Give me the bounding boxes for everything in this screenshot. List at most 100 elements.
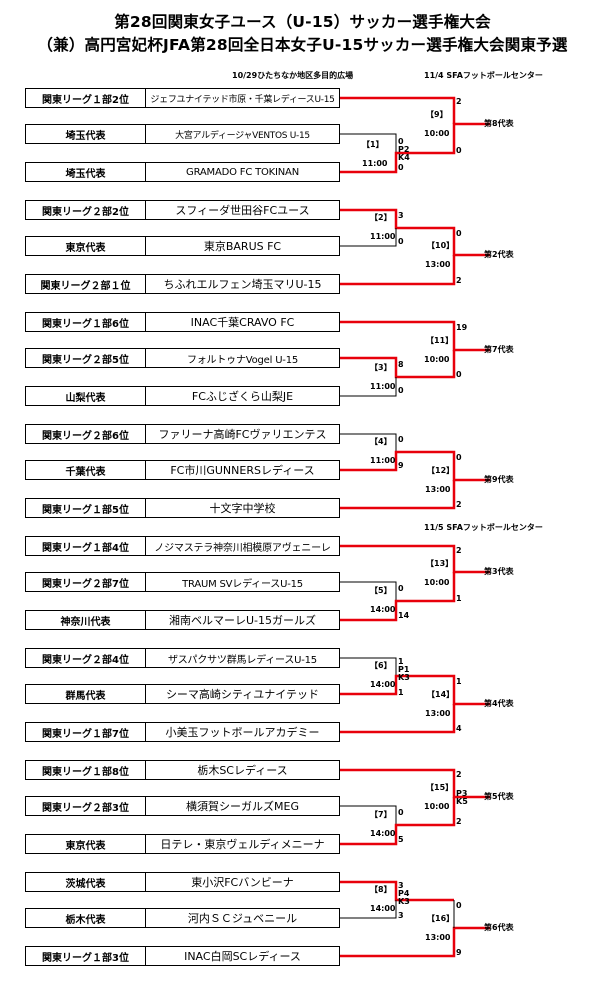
- team-name: ジェフユナイテッド市原・千葉レディースU-15: [146, 88, 340, 108]
- qualification-label: 埼玉代表: [25, 162, 146, 182]
- team-name: スフィーダ世田谷FCユース: [146, 200, 340, 220]
- kickoff-time: 11:00: [370, 232, 396, 241]
- qualification-label: 関東リーグ２部6位: [25, 424, 146, 444]
- score-bottom: 4: [456, 724, 462, 733]
- qualified-slot: 第9代表: [484, 475, 514, 484]
- qualification-label: 関東リーグ１部8位: [25, 760, 146, 780]
- qualification-label: 茨城代表: [25, 872, 146, 892]
- qualified-slot: 第3代表: [484, 567, 514, 576]
- kickoff-time: 14:00: [370, 605, 396, 614]
- qualification-label: 東京代表: [25, 236, 146, 256]
- match-number: 【16】: [427, 914, 455, 923]
- kickoff-time: 13:00: [425, 933, 451, 942]
- kickoff-time: 14:00: [370, 829, 396, 838]
- team-name: FC市川GUNNERSレディース: [146, 460, 340, 480]
- venue-round1: 10/29ひたちなか地区多目的広場: [232, 71, 354, 80]
- team-name: シーマ高崎シティユナイテッド: [146, 684, 340, 704]
- score-bottom: 14: [398, 611, 410, 620]
- team-name: 十文字中学校: [146, 498, 340, 518]
- score-top: 1: [398, 657, 404, 666]
- team-name: TRAUM SVレディースU-15: [146, 572, 340, 592]
- match-number: 【14】: [427, 690, 455, 699]
- team-name: 大宮アルディージャVENTOS U-15: [146, 124, 340, 144]
- team-name: 東小沢FCバンビーナ: [146, 872, 340, 892]
- score-bottom: 0: [398, 386, 404, 395]
- score-top: 2: [456, 770, 462, 779]
- team-name: 栃木SCレディース: [146, 760, 340, 780]
- kickoff-time: 11:00: [370, 382, 396, 391]
- kickoff-time: 10:00: [424, 129, 450, 138]
- match-number: 【13】: [426, 559, 454, 568]
- kickoff-time: 11:00: [362, 159, 388, 168]
- qualification-label: 関東リーグ２部4位: [25, 648, 146, 668]
- score-top: 1: [456, 677, 462, 686]
- score-bottom: 5: [398, 835, 404, 844]
- qualification-label: 関東リーグ２部１位: [25, 274, 146, 294]
- team-name: ノジマステラ神奈川相模原アヴェニーレ: [146, 536, 340, 556]
- team-name: ちふれエルフェン埼玉マリU-15: [146, 274, 340, 294]
- match-number: 【7】: [370, 810, 392, 819]
- match-number: 【3】: [370, 363, 392, 372]
- qualification-label: 関東リーグ２部5位: [25, 348, 146, 368]
- score-bottom: 2: [456, 500, 462, 509]
- qualification-label: 栃木代表: [25, 908, 146, 928]
- score-bottom: 2: [456, 276, 462, 285]
- qualified-slot: 第4代表: [484, 699, 514, 708]
- qualification-label: 関東リーグ２部3位: [25, 796, 146, 816]
- score-top: 0: [456, 229, 462, 238]
- match-number: 【1】: [362, 140, 384, 149]
- score-top: 0: [456, 453, 462, 462]
- match-number: 【4】: [370, 437, 392, 446]
- score-top: 3: [398, 881, 404, 890]
- score-top: 19: [456, 323, 468, 332]
- score-top: 0: [398, 584, 404, 593]
- kickoff-time: 13:00: [425, 485, 451, 494]
- qualification-label: 神奈川代表: [25, 610, 146, 630]
- kickoff-time: 10:00: [424, 355, 450, 364]
- qualified-slot: 第5代表: [484, 792, 514, 801]
- kickoff-time: 13:00: [425, 709, 451, 718]
- score-bottom: 3: [398, 911, 404, 920]
- kickoff-time: 10:00: [424, 802, 450, 811]
- qualification-label: 山梨代表: [25, 386, 146, 406]
- score-bottom: 9: [398, 461, 404, 470]
- title-line-1: 第28回関東女子ユース（U-15）サッカー選手権大会: [114, 13, 491, 31]
- pk-score: P1 K3: [398, 665, 410, 682]
- venue-day3: 11/5 SFAフットボールセンター: [424, 523, 543, 532]
- score-bottom: 2: [456, 817, 462, 826]
- team-name: GRAMADO FC TOKINAN: [146, 162, 340, 182]
- qualified-slot: 第2代表: [484, 250, 514, 259]
- match-number: 【2】: [370, 213, 392, 222]
- venue-day2: 11/4 SFAフットボールセンター: [424, 71, 543, 80]
- score-top: 0: [398, 137, 404, 146]
- kickoff-time: 11:00: [370, 456, 396, 465]
- score-top: 2: [456, 97, 462, 106]
- qualification-label: 関東リーグ１部2位: [25, 88, 146, 108]
- match-number: 【6】: [370, 661, 392, 670]
- qualification-label: 関東リーグ２部2位: [25, 200, 146, 220]
- qualification-label: 関東リーグ１部4位: [25, 536, 146, 556]
- match-number: 【9】: [426, 110, 448, 119]
- match-number: 【15】: [426, 783, 454, 792]
- qualification-label: 関東リーグ２部7位: [25, 572, 146, 592]
- qualification-label: 千葉代表: [25, 460, 146, 480]
- match-number: 【12】: [427, 466, 455, 475]
- kickoff-time: 13:00: [425, 260, 451, 269]
- score-bottom: 1: [456, 594, 462, 603]
- match-number: 【11】: [426, 336, 454, 345]
- qualified-slot: 第6代表: [484, 923, 514, 932]
- score-top: 0: [398, 435, 404, 444]
- qualified-slot: 第8代表: [484, 119, 514, 128]
- team-name: フォルトゥナVogel U-15: [146, 348, 340, 368]
- score-top: 2: [456, 546, 462, 555]
- score-top: 3: [398, 211, 404, 220]
- qualified-slot: 第7代表: [484, 345, 514, 354]
- kickoff-time: 14:00: [370, 680, 396, 689]
- score-bottom: 9: [456, 948, 462, 957]
- pk-score: P3 K5: [456, 789, 468, 806]
- match-number: 【10】: [427, 241, 455, 250]
- qualification-label: 群馬代表: [25, 684, 146, 704]
- team-name: 横須賀シーガルズMEG: [146, 796, 340, 816]
- team-name: 河内ＳＣジュベニール: [146, 908, 340, 928]
